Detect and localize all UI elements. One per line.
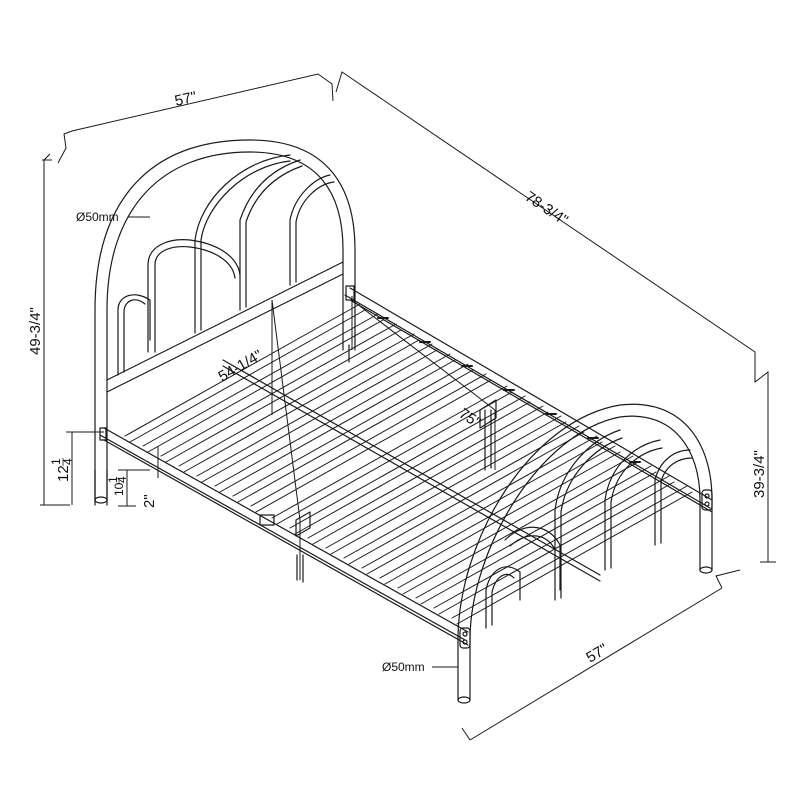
dimension-lines (40, 71, 776, 741)
slats (124, 303, 693, 625)
headboard (94, 139, 356, 506)
rail-depth-label: 2" (141, 494, 158, 508)
dim-overall-length-label: 78-3/4" (522, 188, 571, 229)
side-rail-left (99, 427, 469, 646)
svg-text:1: 1 (106, 476, 120, 483)
center-rail (222, 359, 601, 582)
svg-text:12: 12 (55, 465, 72, 482)
dim-inner-length-label: 75" (456, 405, 484, 431)
dim-footboard-width-line (469, 587, 723, 741)
dim-headboard-width-line (57, 73, 334, 164)
svg-text:4: 4 (115, 476, 129, 483)
svg-text:1: 1 (49, 458, 63, 465)
dim-inner-length-line (351, 296, 496, 470)
dim-headboard-height-label: 49-3/4" (27, 307, 44, 355)
bed-frame-drawing (94, 139, 713, 704)
svg-text:4: 4 (61, 458, 75, 465)
dimension-labels: 57" 78-3/4" 49-3/4" 39-3/4" 57" 54-1/4" … (27, 88, 768, 674)
leg-height-outer-label: 12 1 4 (49, 458, 75, 482)
side-rail-back (344, 285, 713, 513)
footboard (457, 403, 713, 704)
tube-diameter-foot-label: Ø50mm (382, 660, 425, 674)
dim-overall-length-line (335, 71, 769, 398)
dim-footboard-width-label: 57" (583, 641, 611, 667)
dim-headboard-width-label: 57" (173, 88, 198, 110)
leg-height-inner-label: 10 1 4 (106, 476, 129, 496)
svg-text:10: 10 (112, 482, 126, 496)
dim-footboard-height-label: 39-3/4" (751, 450, 768, 498)
dim-headboard-height-line (43, 153, 51, 505)
tube-diameter-head-label: Ø50mm (76, 210, 119, 224)
